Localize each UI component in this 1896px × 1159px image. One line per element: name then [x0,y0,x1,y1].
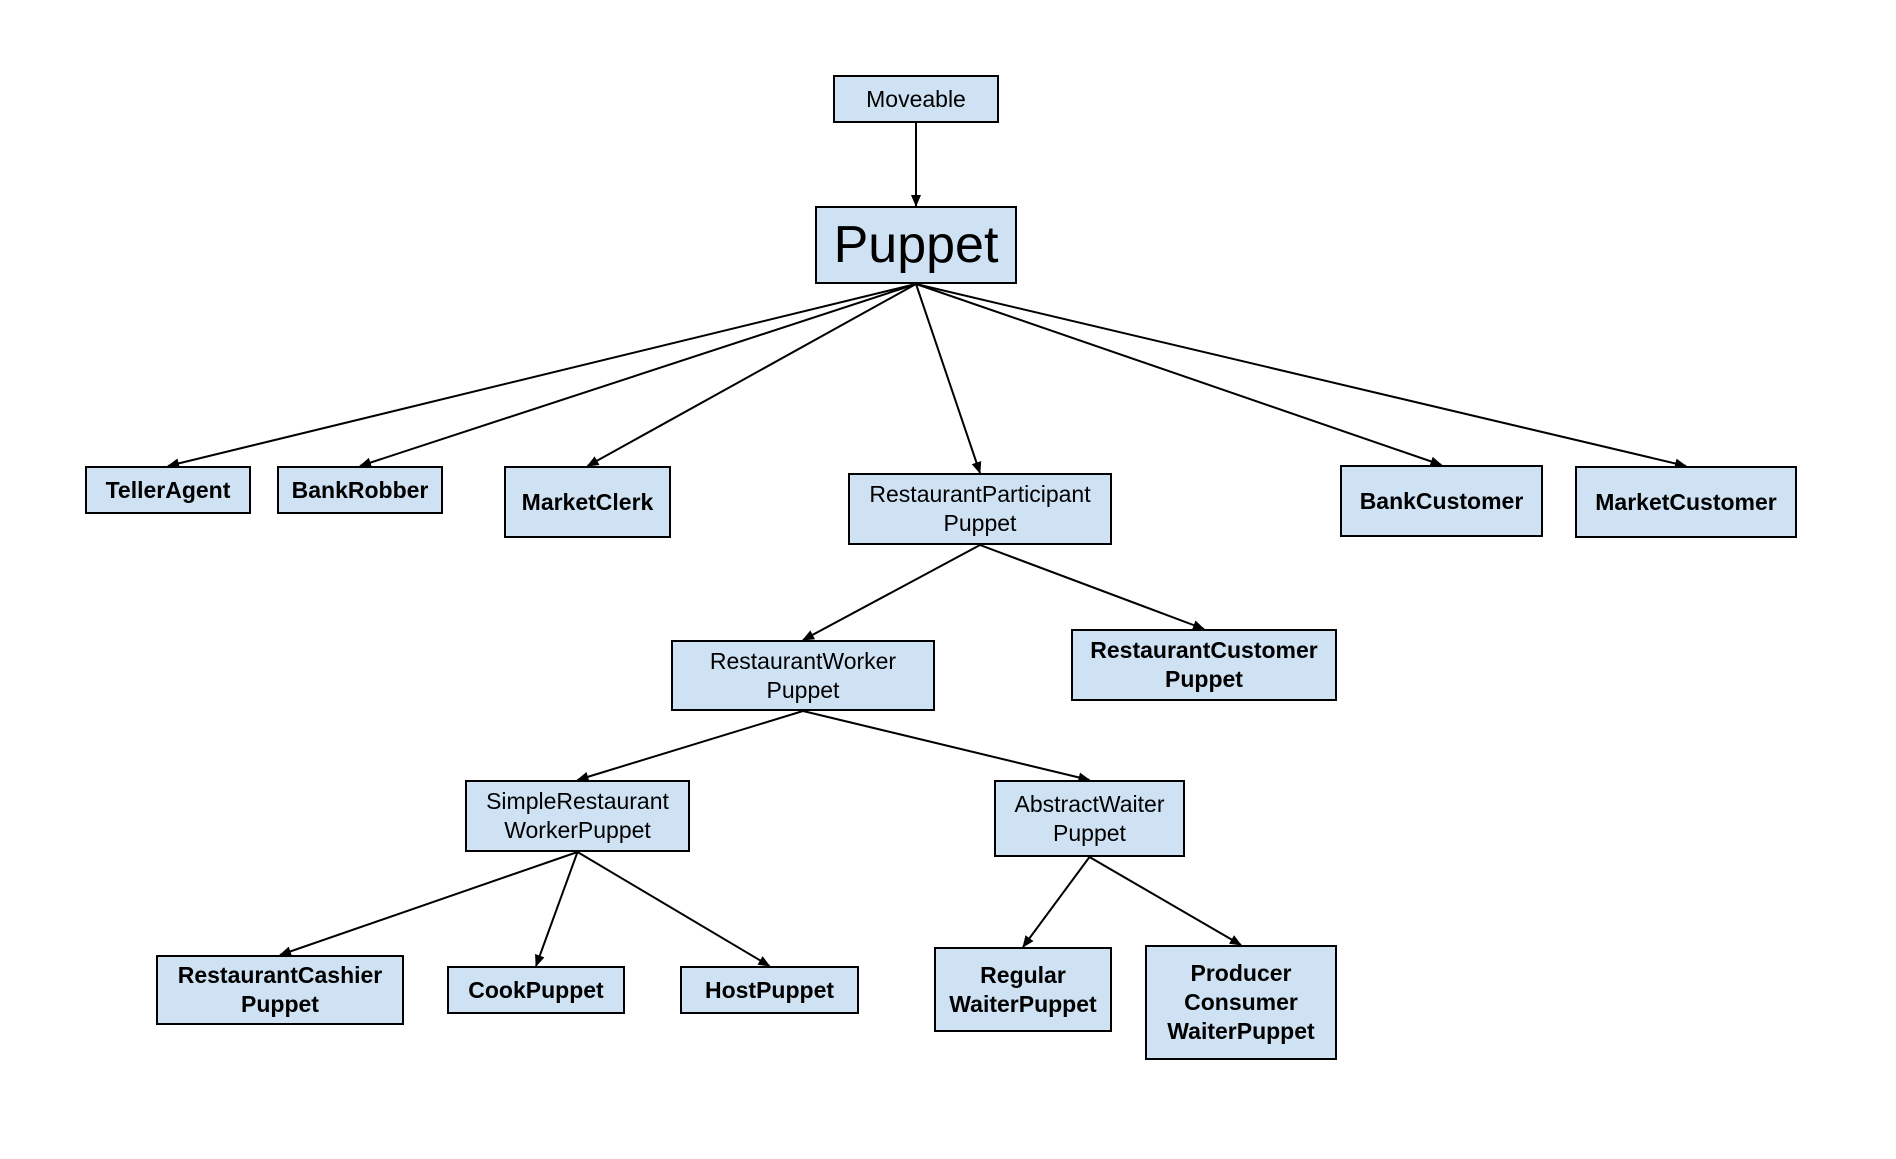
node-host-puppet: HostPuppet [680,966,859,1014]
node-simple-restaurant-worker-puppet: SimpleRestaurant WorkerPuppet [465,780,690,852]
node-label: BankCustomer [1359,487,1524,514]
node-label: SimpleRestaurant WorkerPuppet [486,788,669,843]
edge-rpart-to-rworker [802,544,981,641]
edge-simple-to-host [576,851,771,967]
edge-awaiter-to-producer [1088,856,1242,946]
edge-awaiter-to-regular [1022,856,1091,948]
edge-puppet-to-robber [359,283,917,468]
node-restaurant-cashier-puppet: RestaurantCashier Puppet [156,955,404,1025]
node-label: Moveable [866,85,966,112]
node-label: TellerAgent [105,476,231,503]
node-puppet: Puppet [815,206,1017,284]
node-regular-waiter-puppet: Regular WaiterPuppet [934,947,1112,1032]
node-label: Producer Consumer WaiterPuppet [1167,960,1315,1044]
node-abstract-waiter-puppet: AbstractWaiter Puppet [994,780,1185,857]
node-label: RestaurantWorker Puppet [709,647,897,703]
node-label: RestaurantParticipant Puppet [869,481,1091,536]
edge-puppet-to-mclerk [586,283,917,467]
edge-rpart-to-rcust [979,544,1205,630]
node-label: RestaurantCustomer Puppet [1090,637,1318,692]
node-moveable: Moveable [833,75,999,123]
edge-puppet-to-mcust [915,283,1687,469]
node-label: CookPuppet [468,976,604,1003]
edge-rworker-to-simple [576,710,804,782]
node-label: RestaurantCashier Puppet [177,962,383,1017]
edge-puppet-to-teller [167,283,917,469]
node-label: Regular WaiterPuppet [949,961,1097,1017]
node-label: BankRobber [291,476,429,503]
edge-puppet-to-bcust [915,283,1443,467]
node-restaurant-customer-puppet: RestaurantCustomer Puppet [1071,629,1337,701]
node-producer-consumer-waiter-puppet: Producer Consumer WaiterPuppet [1145,945,1337,1060]
node-teller-agent: TellerAgent [85,466,251,514]
node-label: Puppet [833,216,999,274]
node-label: MarketClerk [521,488,654,515]
node-label: AbstractWaiter Puppet [1014,790,1165,846]
edge-puppet-to-rpart [915,283,982,474]
node-restaurant-worker-puppet: RestaurantWorker Puppet [671,640,935,711]
edge-simple-to-cashier [279,851,578,957]
edge-rworker-to-awaiter [802,710,1091,783]
node-cook-puppet: CookPuppet [447,966,625,1014]
node-market-clerk: MarketClerk [504,466,671,538]
node-label: MarketCustomer [1595,488,1777,515]
edge-simple-to-cook [535,851,579,967]
node-market-customer: MarketCustomer [1575,466,1797,538]
node-bank-customer: BankCustomer [1340,465,1543,537]
node-bank-robber: BankRobber [277,466,443,514]
node-label: HostPuppet [704,976,835,1003]
node-restaurant-participant-puppet: RestaurantParticipant Puppet [848,473,1112,545]
